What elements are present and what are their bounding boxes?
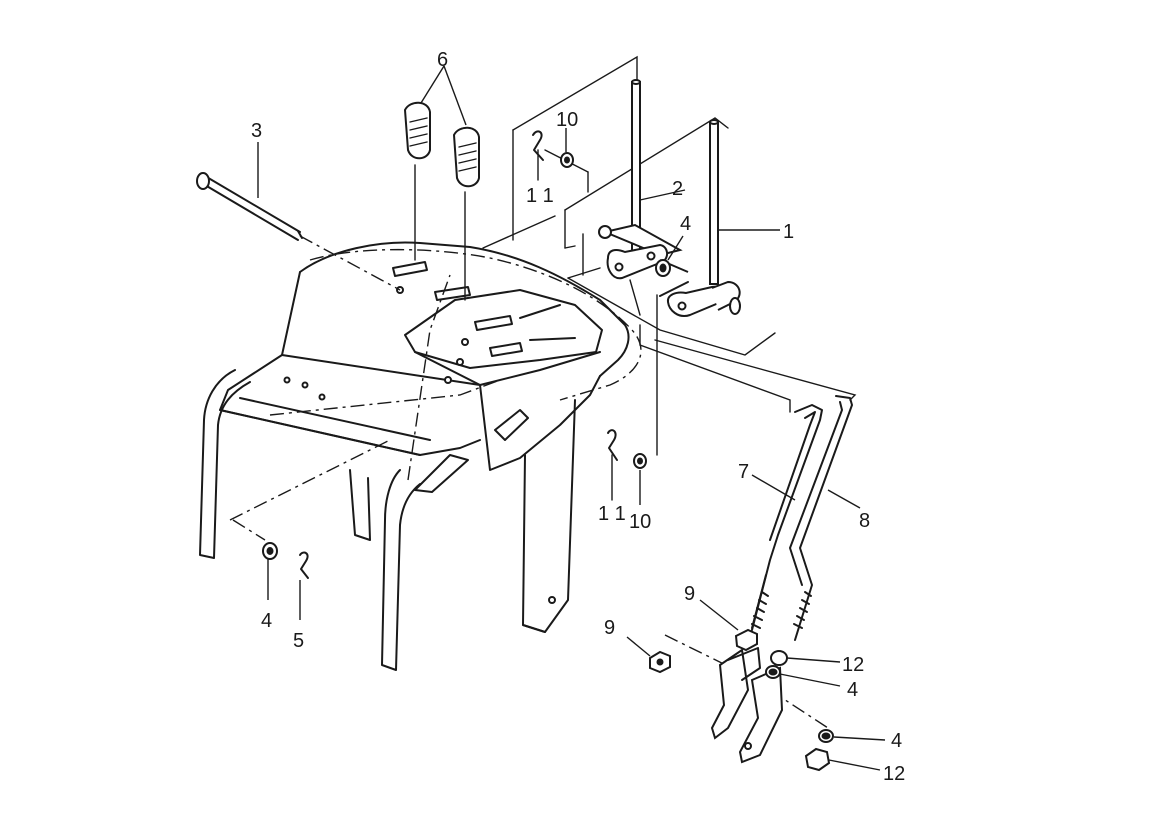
pivot-rod (196, 172, 401, 291)
callout-2: 2 (672, 178, 683, 200)
nut-9-upper (734, 628, 758, 652)
callout-5: 5 (293, 630, 304, 652)
callout-9-upper: 9 (684, 583, 695, 605)
callout-4-right: 4 (847, 679, 858, 701)
callout-3: 3 (251, 120, 262, 142)
cotter-pin-11-top (532, 130, 544, 181)
callout-7: 7 (738, 461, 749, 483)
callout-12-bottom: 12 (883, 763, 905, 785)
callout-labels: 6 3 10 1 1 2 4 1 7 8 1 1 10 4 5 9 9 12 4… (251, 49, 905, 785)
lower-arm-bracket (659, 280, 741, 317)
washer-4-lower-right (765, 665, 781, 679)
linkage-rod-8 (789, 395, 853, 641)
callout-9-lower: 9 (604, 617, 615, 639)
callout-11-mid: 1 1 (598, 503, 626, 525)
callout-4-left: 4 (261, 610, 272, 632)
callout-10-mid: 10 (629, 511, 651, 533)
callout-4-bottom: 4 (891, 730, 902, 752)
linkage-rod-7 (751, 404, 823, 631)
nut-12-upper (770, 650, 788, 666)
cotter-pin-11-mid (607, 429, 618, 501)
callout-8: 8 (859, 510, 870, 532)
callout-6: 6 (437, 49, 448, 71)
washer-upper-4 (655, 259, 671, 277)
washer-10-top (560, 152, 574, 168)
control-rod-1 (709, 119, 719, 285)
washer-4-left (262, 542, 278, 560)
callout-1: 1 (783, 221, 794, 243)
knob-grip-left (403, 101, 431, 261)
callout-4-upper: 4 (680, 213, 691, 235)
upper-arm-bracket (598, 223, 689, 280)
nut-12-bottom (804, 747, 831, 772)
lower-clevis-right (738, 666, 784, 764)
cotter-pin-5 (299, 551, 309, 579)
washer-4-bottom (818, 729, 834, 743)
nut-9-lower (649, 650, 671, 674)
washer-10-mid (633, 453, 647, 469)
callout-12-upper: 12 (842, 654, 864, 676)
callout-11-top: 1 1 (526, 185, 554, 207)
lower-clevis-left (710, 647, 761, 740)
handle-frame-housing (199, 241, 642, 671)
knob-grip-right (452, 126, 480, 301)
explosion-guide-lines (232, 55, 857, 729)
callout-10-top: 10 (556, 109, 578, 131)
callout-leader-lines (257, 65, 886, 771)
